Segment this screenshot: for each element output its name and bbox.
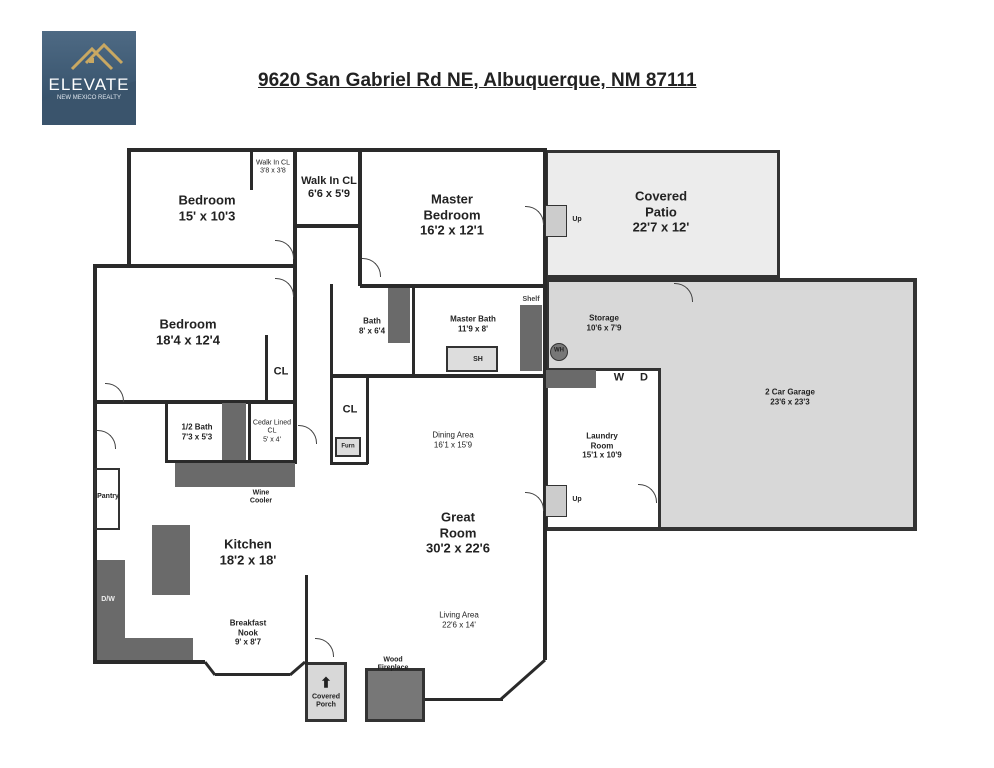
wall: [127, 148, 547, 152]
pantry: [94, 468, 120, 530]
wall: [412, 286, 415, 376]
porch-area: [305, 662, 347, 722]
porch-label: Covered Porch: [311, 693, 340, 709]
wall: [295, 224, 360, 228]
wall: [165, 460, 295, 463]
wall: [358, 148, 362, 286]
wine-cooler-label: Wine Cooler: [249, 489, 273, 505]
logo: ELEVATE NEW MEXICO REALTY: [42, 31, 136, 125]
logo-name: ELEVATE: [48, 75, 130, 94]
logo-tagline: NEW MEXICO REALTY: [57, 95, 121, 101]
closet-label: CL: [273, 365, 289, 378]
wall: [250, 148, 253, 190]
kitchen-island: [152, 525, 190, 595]
pantry-label: Pantry: [97, 492, 119, 500]
wall: [93, 400, 297, 404]
dryer-label: D: [640, 371, 648, 384]
wall: [305, 575, 308, 665]
wall: [127, 148, 131, 268]
steps-up: [545, 205, 567, 237]
steps-up: [545, 485, 567, 517]
wall: [93, 264, 297, 268]
bath-vanity: [388, 288, 410, 343]
wall: [360, 284, 545, 288]
shower: [446, 346, 498, 372]
wall: [293, 148, 297, 464]
closet-label: CL: [342, 403, 358, 416]
house-roof-icon: [42, 42, 136, 125]
water-heater-icon: [550, 343, 568, 361]
shelf-label: Shelf: [522, 295, 540, 303]
wall: [265, 335, 268, 401]
arrow-up-icon: ⬆: [320, 674, 332, 691]
fireplace: [365, 668, 425, 722]
up-label: Up: [572, 215, 582, 223]
wall: [543, 148, 547, 660]
wall: [366, 376, 369, 464]
wall: [248, 402, 251, 462]
wall: [93, 660, 205, 664]
master-vanity: [520, 305, 542, 371]
kitchen-counter: [97, 560, 125, 660]
wall: [165, 402, 168, 462]
furnace-label: Furn: [341, 443, 355, 450]
dishwasher-label: D/W: [101, 595, 115, 603]
wall: [330, 374, 545, 378]
shower-label: SH: [473, 355, 483, 363]
covered-patio-area: [545, 150, 780, 278]
counter: [175, 463, 295, 487]
washer-label: W: [613, 371, 625, 384]
wall: [330, 462, 368, 465]
kitchen-counter: [125, 638, 193, 660]
water-heater-label: WH: [554, 347, 564, 354]
wall: [425, 698, 503, 701]
furnace: [335, 437, 361, 457]
up-label: Up: [572, 495, 582, 503]
laundry-counter: [546, 370, 596, 388]
vanity: [222, 403, 246, 460]
page-title: 9620 San Gabriel Rd NE, Albuquerque, NM …: [258, 70, 697, 91]
wall: [93, 264, 97, 664]
wall: [215, 673, 290, 676]
fireplace-label: Wood Fireplace: [377, 656, 409, 672]
